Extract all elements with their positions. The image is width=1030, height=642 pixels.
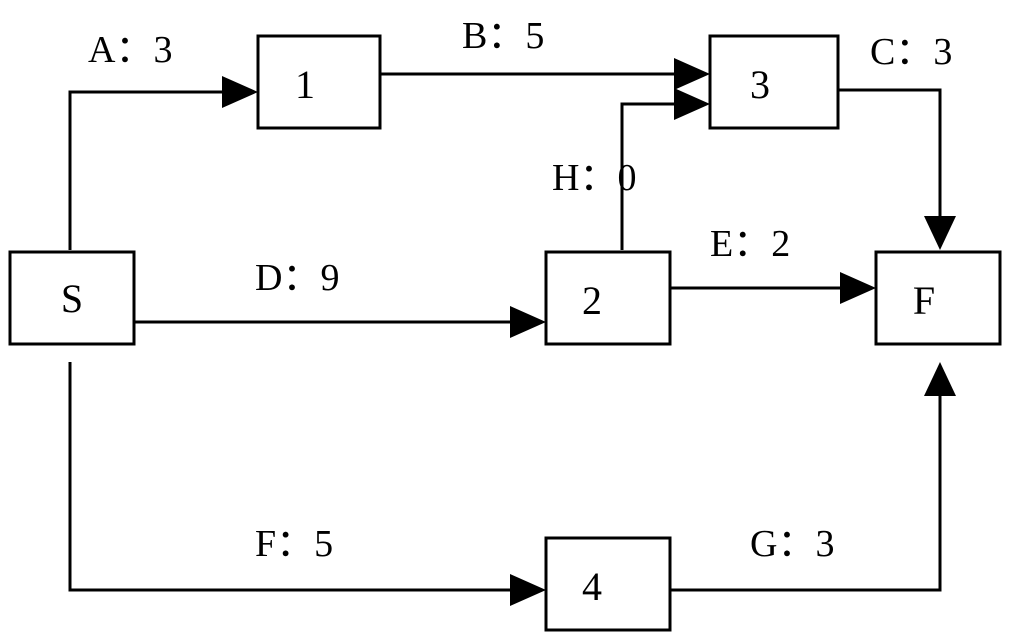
node-3-box xyxy=(708,34,840,130)
edge-c-arrow-icon xyxy=(924,216,956,250)
node-4-label: 4 xyxy=(582,564,602,609)
node-4: 4 xyxy=(544,536,672,632)
edge-a: A：3 xyxy=(68,29,258,250)
node-s-label: S xyxy=(61,276,83,321)
edge-a-label: A：3 xyxy=(88,29,172,71)
node-1: 1 xyxy=(256,34,382,130)
node-4-box xyxy=(544,536,672,632)
edge-g-line xyxy=(670,392,942,592)
edge-c: C：3 xyxy=(838,31,956,250)
node-2-label: 2 xyxy=(582,278,602,323)
edge-g-label: G：3 xyxy=(750,523,834,565)
edge-e-label: E：2 xyxy=(710,223,790,265)
node-3: 3 xyxy=(708,34,840,130)
edge-c-label: C：3 xyxy=(870,31,952,73)
node-1-label: 1 xyxy=(295,62,315,107)
edge-d-arrow-icon xyxy=(510,306,546,338)
edge-h-line xyxy=(620,102,680,250)
edge-a-arrow-icon xyxy=(222,76,258,108)
edge-f-line xyxy=(68,362,516,592)
node-2-box xyxy=(544,250,672,346)
edge-f-arrow-icon xyxy=(510,574,546,606)
edge-b-arrow-icon xyxy=(674,58,710,90)
node-f: F xyxy=(874,250,1002,346)
edge-f-label: F：5 xyxy=(255,523,333,565)
edge-b: B：5 xyxy=(380,15,710,90)
node-f-label: F xyxy=(913,278,935,323)
node-3-label: 3 xyxy=(750,62,770,107)
edge-c-line xyxy=(838,88,942,222)
node-f-box xyxy=(874,250,1002,346)
edge-e-arrow-icon xyxy=(840,272,876,304)
edge-h-arrow-icon xyxy=(674,88,710,120)
edge-b-label: B：5 xyxy=(462,15,544,57)
node-s-box xyxy=(8,250,136,346)
edge-h: H：0 xyxy=(552,88,710,250)
edge-a-line xyxy=(68,90,228,250)
edge-h-label: H：0 xyxy=(552,157,636,199)
edge-f: F：5 xyxy=(68,362,546,606)
node-1-box xyxy=(256,34,382,130)
node-s: S xyxy=(8,250,136,346)
edge-e: E：2 xyxy=(670,223,876,304)
edge-d: D：9 xyxy=(135,257,546,338)
edge-g-arrow-icon xyxy=(924,362,956,396)
edge-g: G：3 xyxy=(670,362,956,592)
node-2: 2 xyxy=(544,250,672,346)
edge-d-label: D：9 xyxy=(255,257,339,299)
